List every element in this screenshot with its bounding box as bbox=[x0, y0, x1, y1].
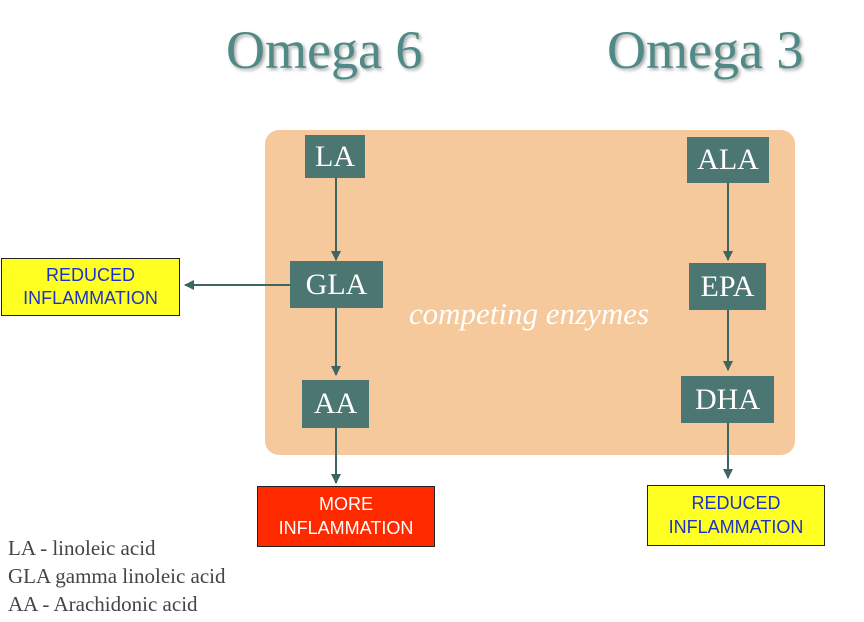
competing-enzymes-label: competing enzymes bbox=[408, 296, 650, 331]
node-gla: GLA bbox=[290, 261, 383, 308]
node-ala: ALA bbox=[687, 137, 769, 183]
legend-item-la: LA - linoleic acid bbox=[8, 536, 156, 560]
more-inflammation-box: MORE INFLAMMATION bbox=[257, 486, 435, 547]
reduced-inflammation-left-box: REDUCED INFLAMMATION bbox=[1, 258, 180, 316]
reduced-inflammation-left-line2: INFLAMMATION bbox=[23, 288, 158, 308]
node-dha: DHA bbox=[681, 376, 774, 423]
node-aa: AA bbox=[302, 380, 369, 428]
reduced-inflammation-left-line1: REDUCED bbox=[45, 264, 135, 285]
node-la: LA bbox=[305, 135, 365, 178]
reduced-inflammation-right-box: REDUCED INFLAMMATION bbox=[647, 485, 825, 546]
reduced-inflammation-right-line2: INFLAMMATION bbox=[668, 516, 804, 537]
legend-item-aa: AA - Arachidonic acid bbox=[8, 592, 198, 616]
omega-3-heading: Omega 3 bbox=[607, 20, 804, 80]
abbreviation-legend: LA - linoleic acid GLA gamma linoleic ac… bbox=[8, 534, 226, 618]
omega-6-heading: Omega 6 bbox=[226, 20, 423, 80]
reduced-inflammation-right-line1: REDUCED bbox=[691, 493, 781, 514]
more-inflammation-line1: MORE bbox=[319, 494, 373, 515]
more-inflammation-line2: INFLAMMATION bbox=[278, 517, 414, 538]
node-epa: EPA bbox=[689, 263, 766, 310]
legend-item-gla: GLA gamma linoleic acid bbox=[8, 564, 226, 588]
